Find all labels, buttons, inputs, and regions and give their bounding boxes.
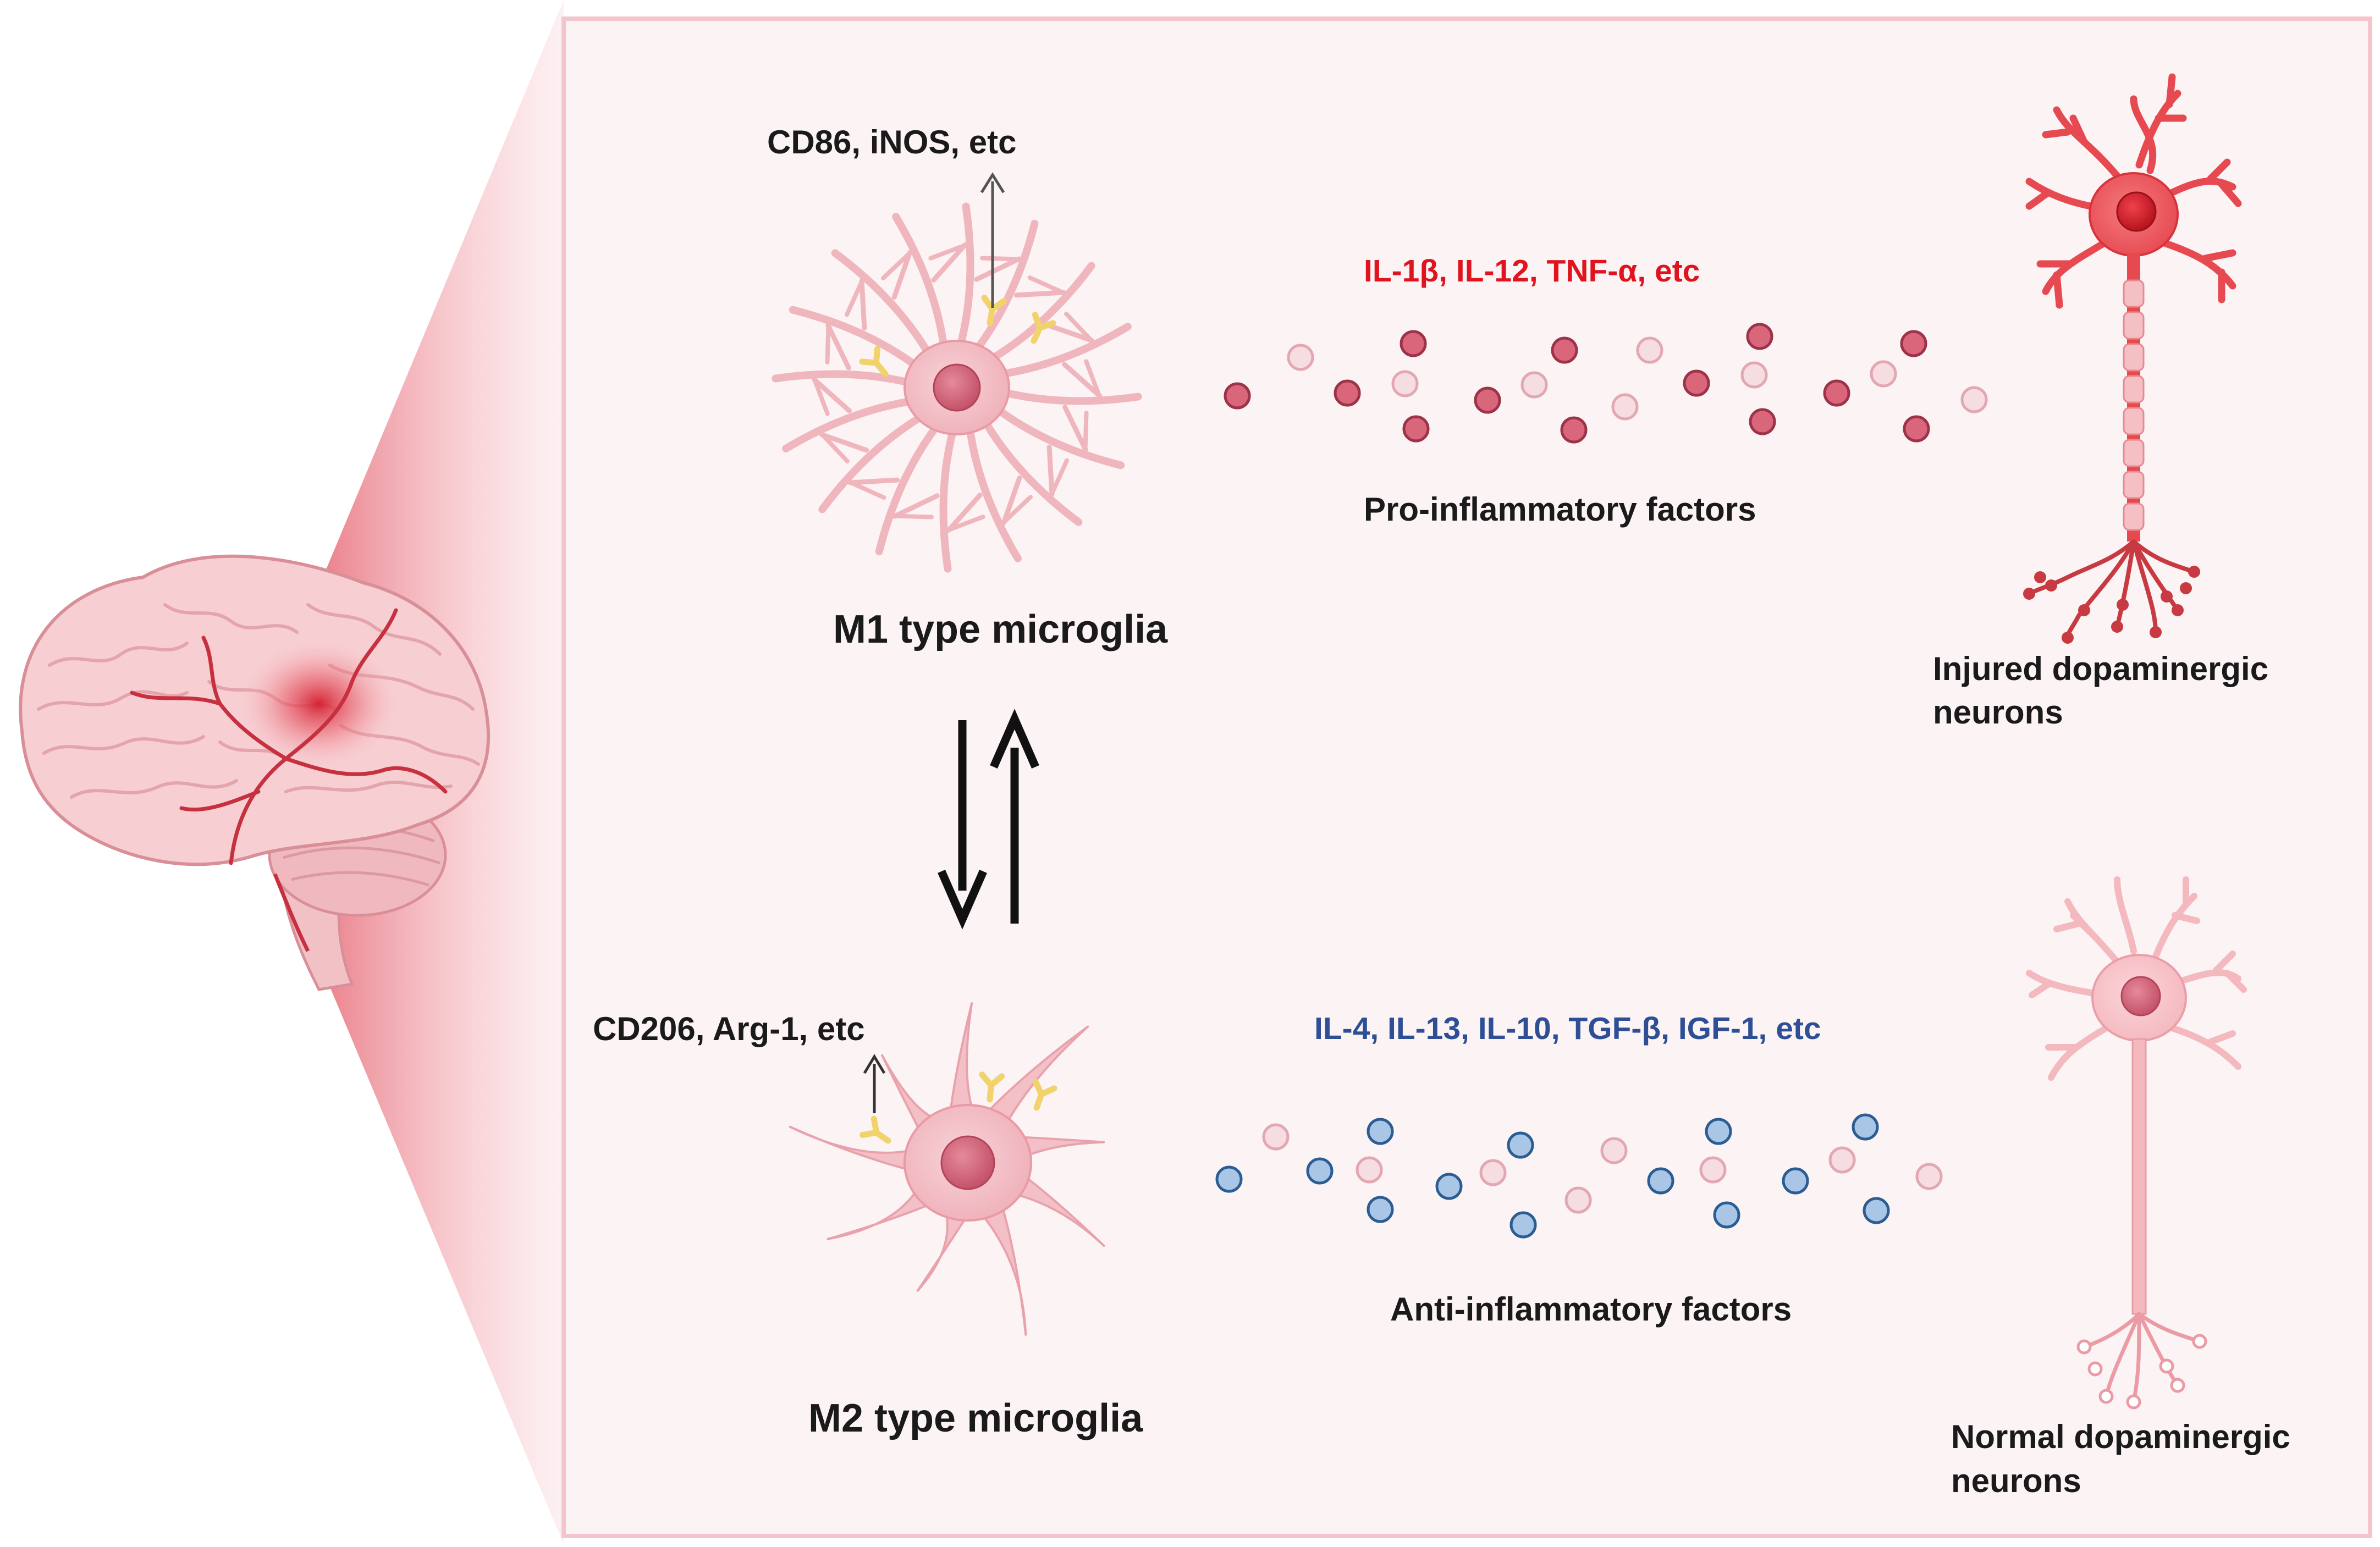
normal-neuron-label-line1: Normal dopaminergic (1951, 1418, 2290, 1455)
m1-marker-arrow (980, 172, 1005, 308)
pro-factors-label: Pro-inflammatory factors (1364, 491, 1756, 528)
pro-cytokines-label: IL-1β, IL-12, TNF-α, etc (1364, 253, 1700, 289)
m1-markers-label: CD86, iNOS, etc (767, 124, 1017, 161)
injured-neuron-label-line2: neurons (1933, 694, 2063, 731)
injured-neuron-icon (2023, 73, 2242, 644)
m2-title: M2 type microglia (808, 1396, 1143, 1440)
main-panel (561, 16, 2372, 1538)
normal-neuron-label-line2: neurons (1951, 1462, 2081, 1499)
brain-icon (19, 554, 491, 991)
m2-marker-arrow (863, 1054, 886, 1113)
injured-neuron-label-line1: Injured dopaminergic (1933, 650, 2269, 687)
m2-markers-label: CD206, Arg-1, etc (593, 1010, 865, 1047)
anti-factors-label: Anti-inflammatory factors (1390, 1291, 1792, 1328)
normal-neuron-icon (2026, 876, 2247, 1410)
polarization-arrows (938, 709, 1039, 930)
anti-inflammatory-particles (1215, 1113, 1943, 1239)
m1-title: M1 type microglia (833, 607, 1168, 651)
m2-microglia-icon (789, 1002, 1105, 1336)
pro-inflammatory-particles (1224, 323, 1988, 444)
anti-cytokines-label: IL-4, IL-13, IL-10, TGF-β, IGF-1, etc (1314, 1011, 1821, 1046)
m1-microglia-icon (772, 202, 1142, 573)
